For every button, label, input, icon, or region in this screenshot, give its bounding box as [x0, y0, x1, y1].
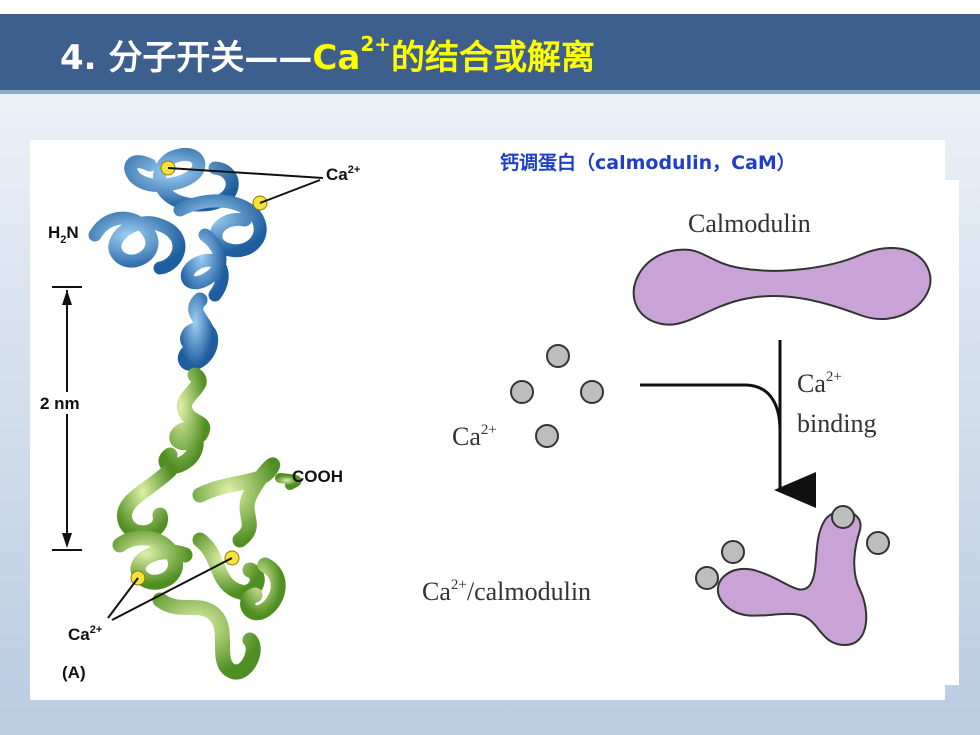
title-ion: Ca2+	[312, 32, 392, 78]
complex-label: Ca2+/calmodulin	[422, 577, 591, 606]
calmodulin-label: Calmodulin	[688, 209, 811, 238]
title-prefix: 4. 分子开关——	[60, 38, 313, 78]
title-ion-charge: 2+	[360, 32, 392, 56]
complex-shape	[717, 510, 868, 647]
slide-title: 4. 分子开关——Ca2+的结合或解离	[60, 30, 595, 79]
figure-panel-edge	[945, 180, 959, 685]
figure-caption: 钙调蛋白（calmodulin，CaM）	[500, 152, 796, 174]
scale-label: 2 nm	[40, 394, 80, 413]
free-ca-ions	[510, 344, 604, 448]
c-lobe-ribbon	[112, 367, 302, 680]
n-terminus-label: H2N	[48, 223, 79, 246]
scale-bar	[40, 286, 100, 551]
ion-pointer-lines	[107, 167, 324, 621]
panel-label: (A)	[62, 663, 86, 682]
ca-label-top: Ca2+	[326, 164, 360, 184]
n-lobe-ribbon	[88, 147, 267, 371]
title-suffix: 的结合或解离	[391, 38, 596, 78]
binding-word-label: binding	[797, 409, 876, 438]
title-bar: 4. 分子开关——Ca2+的结合或解离	[0, 14, 980, 94]
c-terminus-label: COOH	[292, 467, 343, 486]
free-ion-label: Ca2+	[452, 422, 497, 451]
binding-arrow	[640, 340, 816, 508]
ca-label-bottom: Ca2+	[68, 624, 102, 644]
bound-ca-ions	[695, 505, 890, 590]
calmodulin-dumbbell	[632, 246, 932, 326]
top-white-strip	[0, 0, 980, 14]
binding-ion-label: Ca2+	[797, 369, 842, 398]
